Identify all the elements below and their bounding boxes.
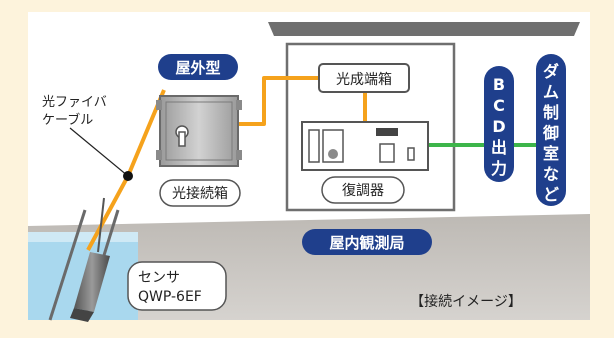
dam-control-char: ダ: [543, 62, 559, 81]
sensor-label-frame: [127, 261, 227, 311]
bcd-output-char: 出: [491, 138, 507, 157]
dam-control-char: な: [543, 165, 559, 184]
dam-control-badge: [536, 54, 566, 206]
bcd-output-char: D: [492, 117, 505, 136]
demodulator-label-frame: [321, 176, 405, 204]
bcd-output-badge: [484, 66, 514, 182]
bcd-output-char: B: [493, 75, 505, 94]
splice-box: [156, 95, 242, 167]
fiber-cable-label: 光ファイバ: [42, 95, 107, 110]
bcd-output-char: 力: [491, 159, 507, 178]
outdoor-type-badge: [158, 54, 238, 80]
fiber-cable-label-2: ケーブル: [42, 112, 93, 128]
fiber-cable-to-station: [238, 76, 319, 126]
building-roof: [268, 22, 580, 36]
indoor-station-badge: [302, 229, 432, 255]
terminal-box: [318, 63, 410, 93]
borehole-wall-left: [48, 209, 87, 321]
indoor-station-label: 屋内観測局: [329, 234, 404, 252]
dam-control-char: 制: [543, 103, 559, 122]
sensor: [70, 197, 110, 322]
demodulator-unit: [301, 121, 429, 171]
caption: 【接続イメージ】: [410, 293, 522, 310]
water-area-top: [28, 232, 138, 242]
dam-control-char: ど: [543, 185, 559, 204]
sensor-label-line1: センサ: [138, 270, 180, 286]
bcd-output-char: C: [493, 96, 505, 115]
terminal-box-label: 光成端箱: [336, 72, 392, 88]
sensor-label-line2: QWP-6EF: [138, 289, 202, 305]
dam-control-char: 御: [542, 124, 559, 143]
dam-control-char: ム: [543, 83, 559, 102]
fiber-cable-pointer: [69, 127, 129, 177]
outdoor-type-label: 屋外型: [175, 59, 220, 77]
fiber-cable-pointer-dot: [123, 171, 133, 181]
splice-box-label: 光接続箱: [172, 185, 228, 202]
demodulator-label: 復調器: [342, 182, 384, 199]
dam-control-char: 室: [543, 144, 559, 163]
splice-box-label-frame: [159, 179, 241, 207]
